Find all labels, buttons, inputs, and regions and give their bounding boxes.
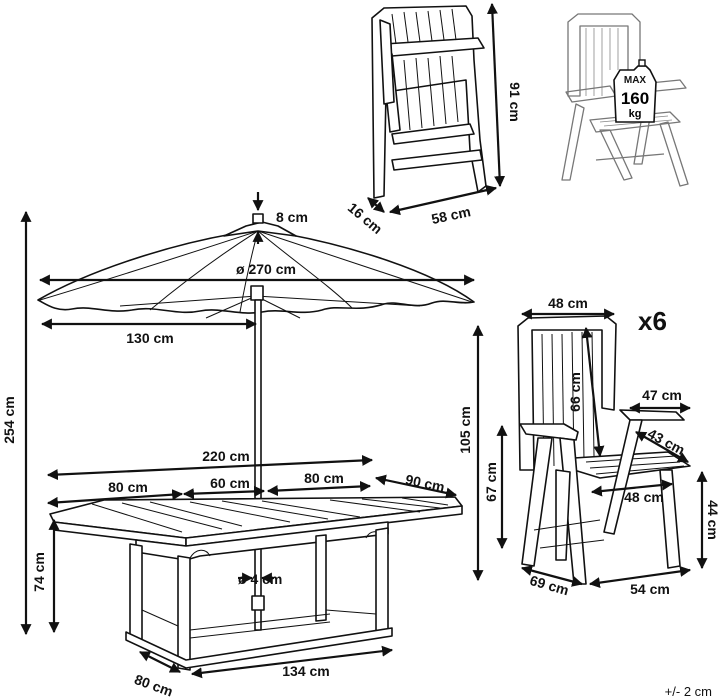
label-chair-back-height: 105 cm — [457, 406, 473, 453]
label-backrest-height: 66 cm — [567, 372, 583, 412]
label-height-total: 254 cm — [1, 396, 17, 443]
label-chair-base: 54 cm — [630, 581, 670, 597]
label-tolerance: +/- 2 cm — [665, 684, 712, 699]
max-load-unit: kg — [629, 108, 642, 120]
label-table-depth: 80 cm — [132, 671, 175, 700]
label-table-total: 220 cm — [202, 448, 249, 464]
label-folded-depth: 16 cm — [345, 199, 386, 237]
label-folded-height: 91 cm — [507, 82, 523, 122]
dimension-lines — [20, 2, 708, 679]
label-chair-width: 48 cm — [548, 295, 588, 311]
label-seat-width: 48 cm — [624, 489, 664, 505]
label-leaf-left: 80 cm — [108, 479, 148, 495]
label-extension: 90 cm — [404, 471, 446, 495]
label-folded-width: 58 cm — [430, 203, 472, 227]
label-umbrella-top: 8 cm — [276, 209, 308, 225]
max-load-label: MAX — [624, 75, 647, 86]
label-chair-depth: 69 cm — [528, 572, 571, 598]
label-umbrella-diameter: ø 270 cm — [236, 261, 296, 277]
folded-chair-drawing — [371, 5, 487, 199]
label-leaf-mid: 60 cm — [210, 475, 250, 491]
label-armrest-width: 47 cm — [642, 387, 682, 403]
label-pole-diameter: ø 4 cm — [238, 571, 282, 587]
label-leaf-right: 80 cm — [304, 470, 344, 486]
label-table-height: 74 cm — [31, 552, 47, 592]
max-load-value: 160 — [621, 89, 649, 108]
label-seat-height: 44 cm — [705, 500, 720, 540]
label-table-length: 134 cm — [282, 663, 329, 679]
label-umbrella-radius: 130 cm — [126, 330, 173, 346]
umbrella-drawing — [37, 213, 475, 631]
max-load-weight-icon — [613, 65, 657, 123]
label-arm-height: 67 cm — [483, 462, 499, 502]
label-multiplier: x6 — [638, 306, 667, 336]
loaded-chair-drawing: MAX 160 kg — [561, 13, 689, 187]
table-drawing — [49, 496, 463, 671]
chair-drawing — [517, 315, 691, 585]
